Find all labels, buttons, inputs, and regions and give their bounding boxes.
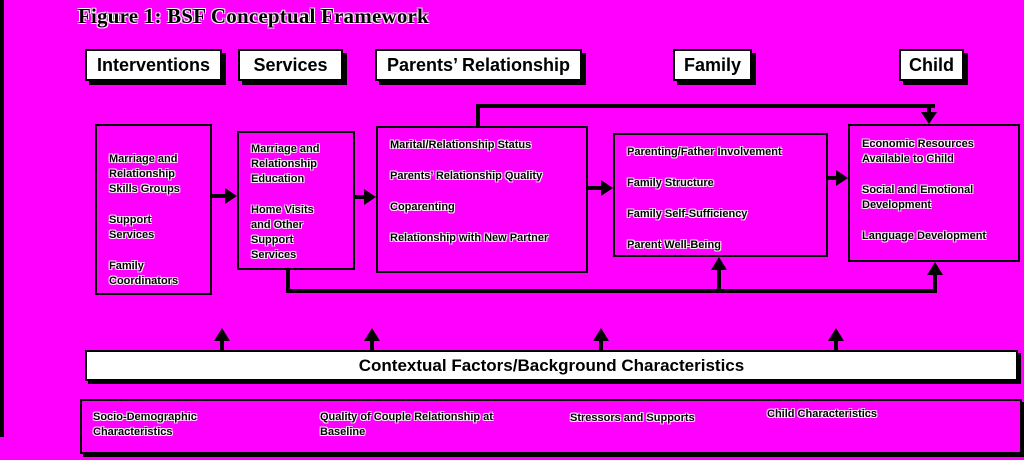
box-item: Marriage and Relationship Skills Groups bbox=[109, 153, 180, 195]
header-child: Child bbox=[899, 49, 964, 81]
header-services-label: Services bbox=[253, 54, 328, 75]
box-item: Parenting/Father Involvement bbox=[627, 146, 782, 158]
contextual-bar-label: Contextual Factors/Background Characteri… bbox=[358, 355, 745, 375]
box-item: Marital/Relationship Status bbox=[390, 139, 532, 151]
header-family-label: Family bbox=[683, 54, 742, 75]
figure-title: Figure 1: BSF Conceptual Framework bbox=[78, 4, 429, 28]
top-connector-vertical bbox=[476, 104, 480, 126]
factor-socio-demographic: Socio-Demographic Characteristics bbox=[93, 411, 197, 438]
factor-couple-relationship-quality: Quality of Couple Relationship at Baseli… bbox=[320, 411, 493, 438]
box-item: Family Coordinators bbox=[109, 260, 179, 287]
left-edge-strip bbox=[0, 0, 4, 437]
box-item: Parents’ Relationship Quality bbox=[390, 170, 543, 182]
box-item: Coparenting bbox=[390, 201, 455, 213]
header-interventions: Interventions bbox=[85, 49, 222, 81]
arrow-up-context-3 bbox=[599, 341, 603, 350]
arrow-up-context-2 bbox=[370, 341, 374, 350]
header-services: Services bbox=[238, 49, 343, 81]
box-item: Parent Well-Being bbox=[627, 239, 721, 251]
box-item: Marriage and Relationship Education bbox=[251, 143, 320, 185]
arrow-family-to-child bbox=[828, 176, 836, 180]
arrow-interventions-to-services bbox=[212, 194, 225, 198]
factor-stressors-supports: Stressors and Supports bbox=[570, 412, 695, 424]
factor-child-characteristics: Child Characteristics bbox=[767, 408, 878, 420]
header-child-label: Child bbox=[909, 54, 954, 75]
header-parents-relationship: Parents’ Relationship bbox=[375, 49, 582, 81]
box-item: Home Visits and Other Support Services bbox=[251, 204, 314, 261]
header-interventions-label: Interventions bbox=[96, 54, 211, 75]
arrow-up-into-family bbox=[717, 270, 721, 290]
top-connector-horizontal bbox=[476, 104, 935, 108]
box-item: Language Development bbox=[862, 230, 987, 242]
arrow-parents-to-family bbox=[588, 186, 601, 190]
box-item: Relationship with New Partner bbox=[390, 232, 549, 244]
bottom-connector-horizontal bbox=[286, 289, 937, 293]
header-parents-relationship-label: Parents’ Relationship bbox=[386, 54, 571, 75]
arrow-services-to-parents bbox=[355, 195, 364, 199]
arrow-down-into-child bbox=[927, 104, 931, 112]
arrow-up-into-child bbox=[933, 275, 937, 293]
box-item: Economic Resources Available to Child bbox=[862, 138, 974, 165]
box-item: Support Services bbox=[109, 214, 155, 241]
box-item: Family Structure bbox=[627, 177, 714, 189]
header-family: Family bbox=[673, 49, 752, 81]
bottom-connector-vertical bbox=[286, 270, 290, 293]
arrow-up-context-1 bbox=[220, 341, 224, 350]
box-item: Social and Emotional Development bbox=[862, 184, 974, 211]
box-item: Family Self-Sufficiency bbox=[627, 208, 748, 220]
contextual-factors-box: Socio-Demographic Characteristics Qualit… bbox=[80, 399, 1022, 454]
contextual-bar: Contextual Factors/Background Characteri… bbox=[85, 350, 1018, 381]
arrow-up-context-4 bbox=[834, 341, 838, 350]
